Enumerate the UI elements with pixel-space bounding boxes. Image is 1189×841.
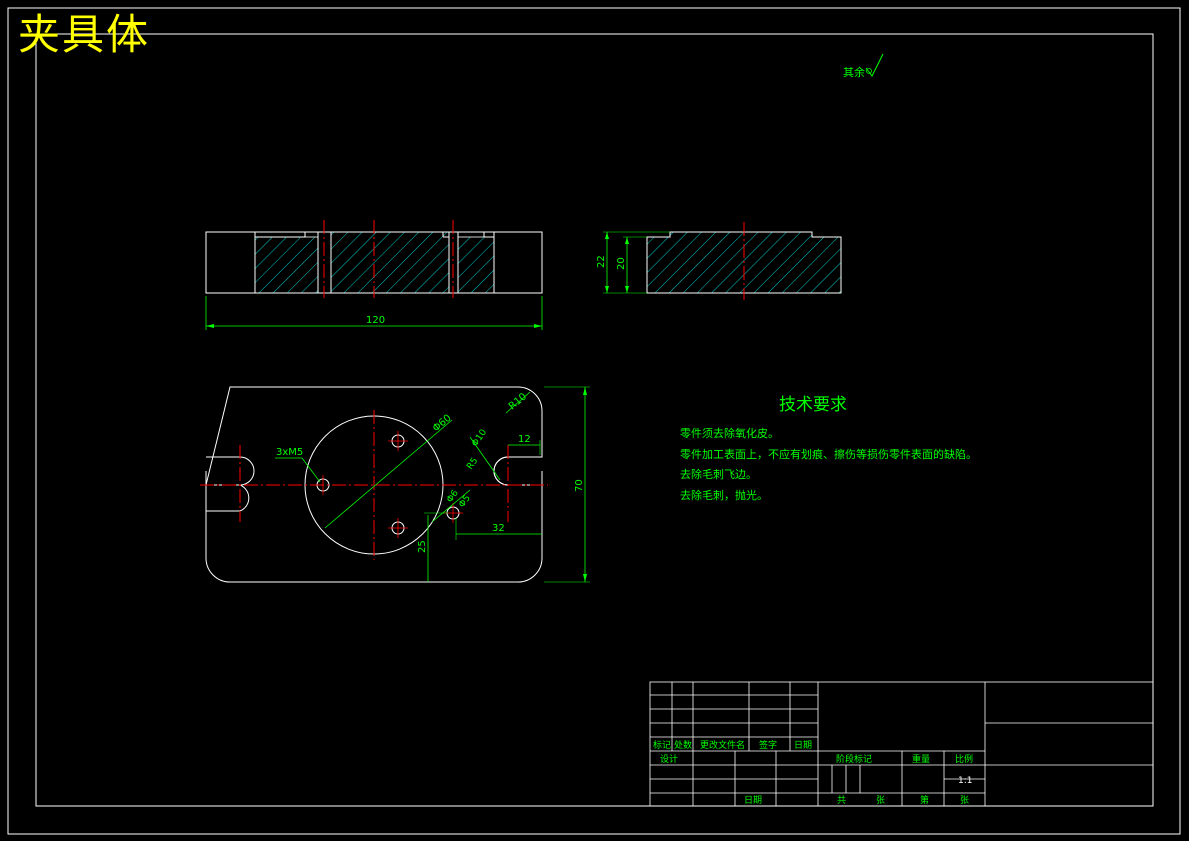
dim-20: 20	[616, 257, 627, 270]
tech-item-4: 去除毛刺，抛光。	[680, 488, 768, 502]
dim-3xm5: 3xM5	[276, 447, 303, 458]
title-block	[649, 681, 1154, 807]
dim-12: 12	[518, 434, 531, 445]
top-view: Φ60 3xM5 R10 70 12 Φ10 R5 32 25 Φ6 Φ5	[200, 386, 590, 583]
tb-design: 设计	[660, 753, 678, 765]
tb-scale-value: 1:1	[958, 776, 972, 786]
tb-approve-date: 日期	[744, 795, 762, 806]
dim-phi60: Φ60	[431, 413, 454, 435]
dim-phi10: Φ10	[470, 428, 489, 449]
tb-sheets-l2: 张	[960, 795, 969, 806]
tb-sheets-total: 共	[837, 795, 846, 806]
tb-stage: 阶段标记	[836, 753, 872, 765]
dim-120: 120	[366, 315, 385, 326]
outer-border	[7, 7, 1181, 835]
tb-sheets-this: 第	[920, 794, 929, 806]
dim-r5: R5	[465, 456, 480, 472]
roughness-note: 其余	[843, 65, 865, 79]
tb-sheets-l1: 张	[876, 795, 885, 806]
hatch-middle	[330, 231, 450, 294]
tech-item-2: 零件加工表面上，不应有划痕、擦伤等损伤零件表面的缺陷。	[680, 447, 977, 461]
tb-weight: 重量	[912, 753, 930, 765]
hatch-left	[254, 236, 319, 294]
front-section-view: 120	[205, 220, 543, 330]
dim-70: 70	[574, 479, 585, 492]
hatch-right	[457, 236, 495, 294]
dim-32: 32	[492, 523, 505, 534]
tb-scale: 比例	[955, 753, 973, 765]
dim-22: 22	[596, 255, 607, 268]
tb-rev-sign: 签字	[759, 739, 777, 751]
tb-rev-mark: 标记	[653, 739, 671, 751]
inner-border	[35, 33, 1154, 807]
tech-requirements: 技术要求 零件须去除氧化皮。 零件加工表面上，不应有划痕、擦伤等损伤零件表面的缺…	[680, 395, 977, 502]
tech-heading: 技术要求	[779, 395, 847, 415]
title-block-text: 标记 处数 更改文件名 签字 日期 设计 日期 阶段标记 重量 比例 1:1 共…	[653, 739, 973, 806]
side-section-view: 22 20	[596, 222, 842, 300]
tb-rev-count: 处数	[674, 739, 692, 751]
dim-r10: R10	[507, 391, 529, 412]
tb-rev-date: 日期	[794, 740, 812, 751]
roughness-symbol: 其余	[843, 53, 884, 79]
tb-rev-doc: 更改文件名	[700, 739, 745, 751]
drawing-title: 夹具体	[18, 10, 151, 59]
tech-item-3: 去除毛刺飞边。	[680, 467, 757, 481]
dim-25: 25	[417, 540, 428, 553]
tech-item-1: 零件须去除氧化皮。	[680, 426, 779, 440]
